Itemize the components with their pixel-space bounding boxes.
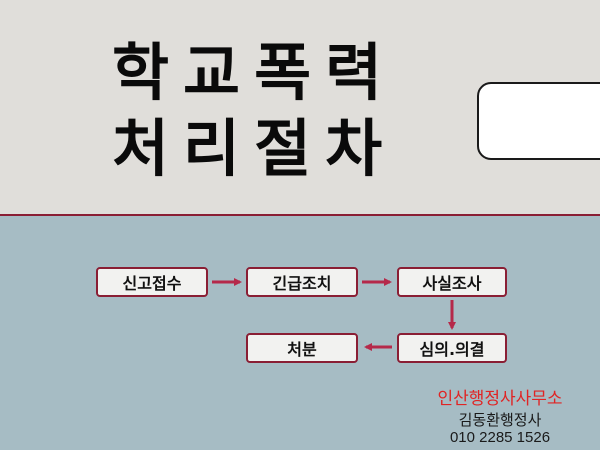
step-emergency-action: 긴급조치 [246, 267, 358, 297]
step-report: 신고접수 [96, 267, 208, 297]
decorative-tab [477, 82, 600, 160]
administrator-name: 김동환행정사 [458, 411, 542, 429]
office-name: 인산행정사사무소 [437, 389, 563, 409]
title-line-2: 처리절차 [112, 112, 397, 185]
header-divider [0, 214, 600, 216]
step-investigation: 사실조사 [397, 267, 507, 297]
step-deliberation: 심의.의결 [397, 333, 507, 363]
step-disposition: 처분 [246, 333, 358, 363]
title-line-1: 학교폭력 [112, 36, 397, 109]
phone-number: 010 2285 1526 [449, 429, 551, 446]
